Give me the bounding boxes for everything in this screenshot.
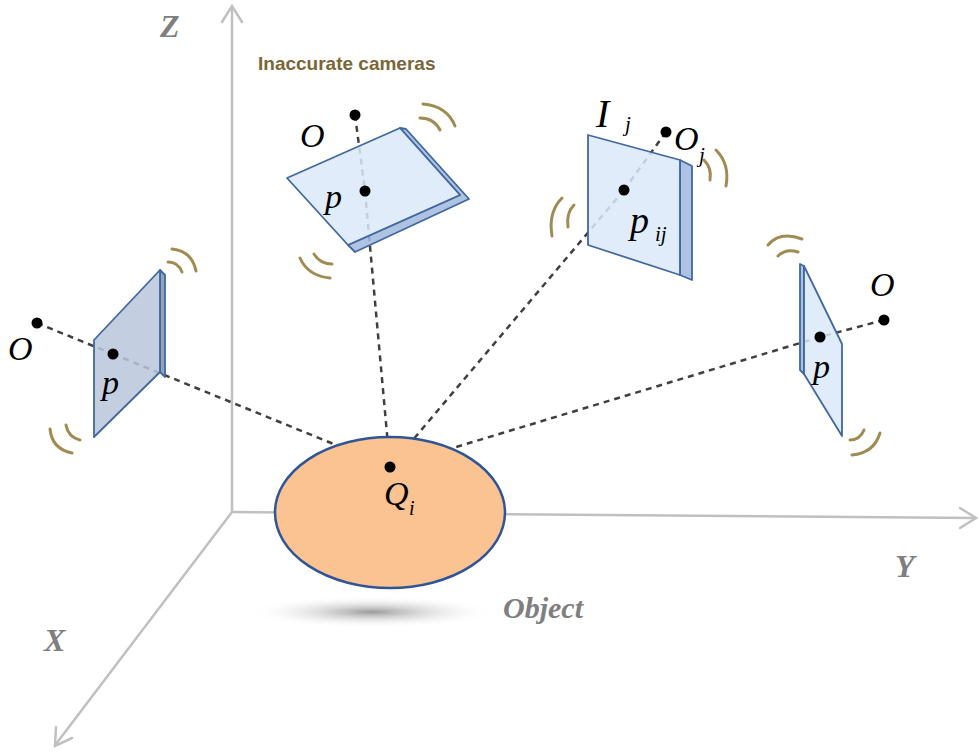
object-ellipse-outline <box>273 435 507 590</box>
subscript-label: i <box>409 497 415 520</box>
subscript-label: ij <box>655 222 667 247</box>
camera-center-label: O <box>674 120 699 158</box>
axes <box>55 6 976 746</box>
projection-ray <box>390 337 820 467</box>
camera-image-plane-outline <box>88 266 168 441</box>
vibration-arcs <box>50 104 880 455</box>
image-point-label: p <box>813 348 830 386</box>
image-point-label: p <box>630 198 649 242</box>
axis-label: Z <box>160 8 180 45</box>
object-ellipse: QiObject <box>273 435 507 590</box>
object-shadow <box>247 596 497 628</box>
camera-center-label: O <box>870 266 895 304</box>
image-point-label: p <box>102 364 119 402</box>
image-point-label: p <box>325 178 342 216</box>
camera-center-label: O <box>8 330 33 368</box>
point-label: Q <box>384 475 409 513</box>
axis-label: Y <box>895 548 915 585</box>
title-label: Inaccurate cameras <box>258 53 435 75</box>
object-title: Object <box>503 591 583 625</box>
camera-image-plane: p <box>88 266 168 441</box>
camera-image-plane: p <box>798 262 856 440</box>
image-label: I <box>596 90 609 137</box>
subscript-label: j <box>699 143 705 168</box>
camera-center-label: O <box>300 117 325 155</box>
subscript-label: j <box>625 112 631 137</box>
axis-label: X <box>44 622 65 659</box>
